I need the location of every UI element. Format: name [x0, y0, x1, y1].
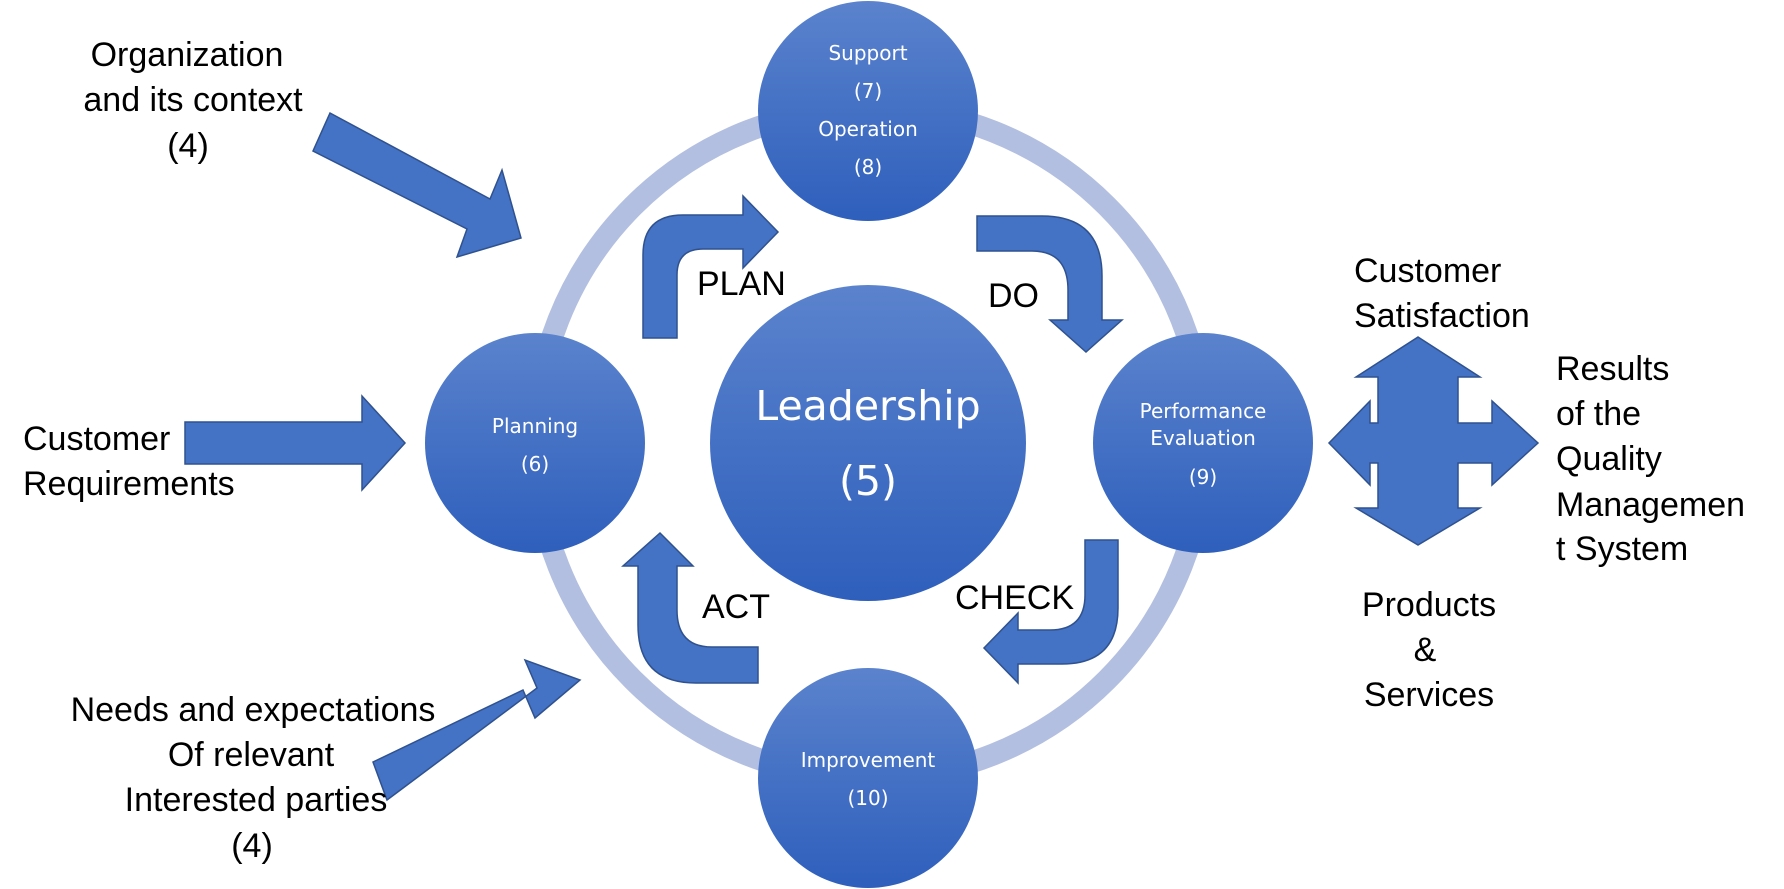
planning-clause: (6) [521, 452, 549, 476]
needs-label-line1: Needs and expectations [71, 691, 436, 729]
results-line2: of the [1556, 395, 1641, 433]
plan-label: PLAN [697, 265, 786, 303]
leadership-node [710, 285, 1026, 601]
improvement-clause: (10) [847, 786, 888, 810]
results-line3: Quality [1556, 440, 1662, 478]
organization-clause: (4) [167, 127, 209, 165]
products-line1: Products [1362, 586, 1496, 624]
act-label: ACT [702, 588, 770, 626]
needs-clause: (4) [231, 827, 273, 865]
do-arrow [976, 215, 1124, 354]
act-arrow [621, 531, 759, 684]
customer-requirements-line2: Requirements [23, 465, 235, 503]
organization-label-line2: and its context [83, 81, 303, 119]
products-line2: & [1414, 631, 1437, 669]
leadership-title: Leadership [755, 382, 980, 430]
performance-evaluation-node [1093, 333, 1313, 553]
customer-requirements-input-arrow [184, 394, 407, 492]
support-operation-node [758, 1, 978, 221]
results-line5: t System [1556, 530, 1688, 568]
planning-label: Planning [492, 414, 578, 438]
results-line4: Managemen [1556, 486, 1745, 524]
performance-clause: (9) [1189, 465, 1217, 489]
customer-satisfaction-line2: Satisfaction [1354, 297, 1530, 335]
needs-label-line3: Interested parties [125, 781, 388, 819]
improvement-label: Improvement [801, 748, 936, 772]
support-clause: (7) [854, 79, 882, 103]
customer-satisfaction-line1: Customer [1354, 252, 1501, 290]
planning-node [425, 333, 645, 553]
organization-label-line1: Organization [91, 36, 284, 74]
do-label: DO [988, 277, 1039, 315]
organization-input-arrow [312, 111, 522, 259]
needs-input-arrow [372, 658, 582, 802]
check-arrow [982, 539, 1119, 685]
plan-arrow [642, 194, 780, 339]
improvement-node [758, 668, 978, 888]
support-label: Support [828, 41, 907, 65]
check-label: CHECK [955, 579, 1074, 617]
evaluation-label: Evaluation [1150, 426, 1256, 450]
operation-clause: (8) [854, 155, 882, 179]
performance-label: Performance [1140, 399, 1267, 423]
operation-label: Operation [818, 117, 918, 141]
leadership-clause: (5) [839, 457, 897, 505]
products-line3: Services [1364, 676, 1494, 714]
needs-label-line2: Of relevant [168, 736, 335, 774]
results-line1: Results [1556, 350, 1669, 388]
output-four-way-arrow [1327, 336, 1540, 546]
customer-requirements-line1: Customer [23, 420, 170, 458]
